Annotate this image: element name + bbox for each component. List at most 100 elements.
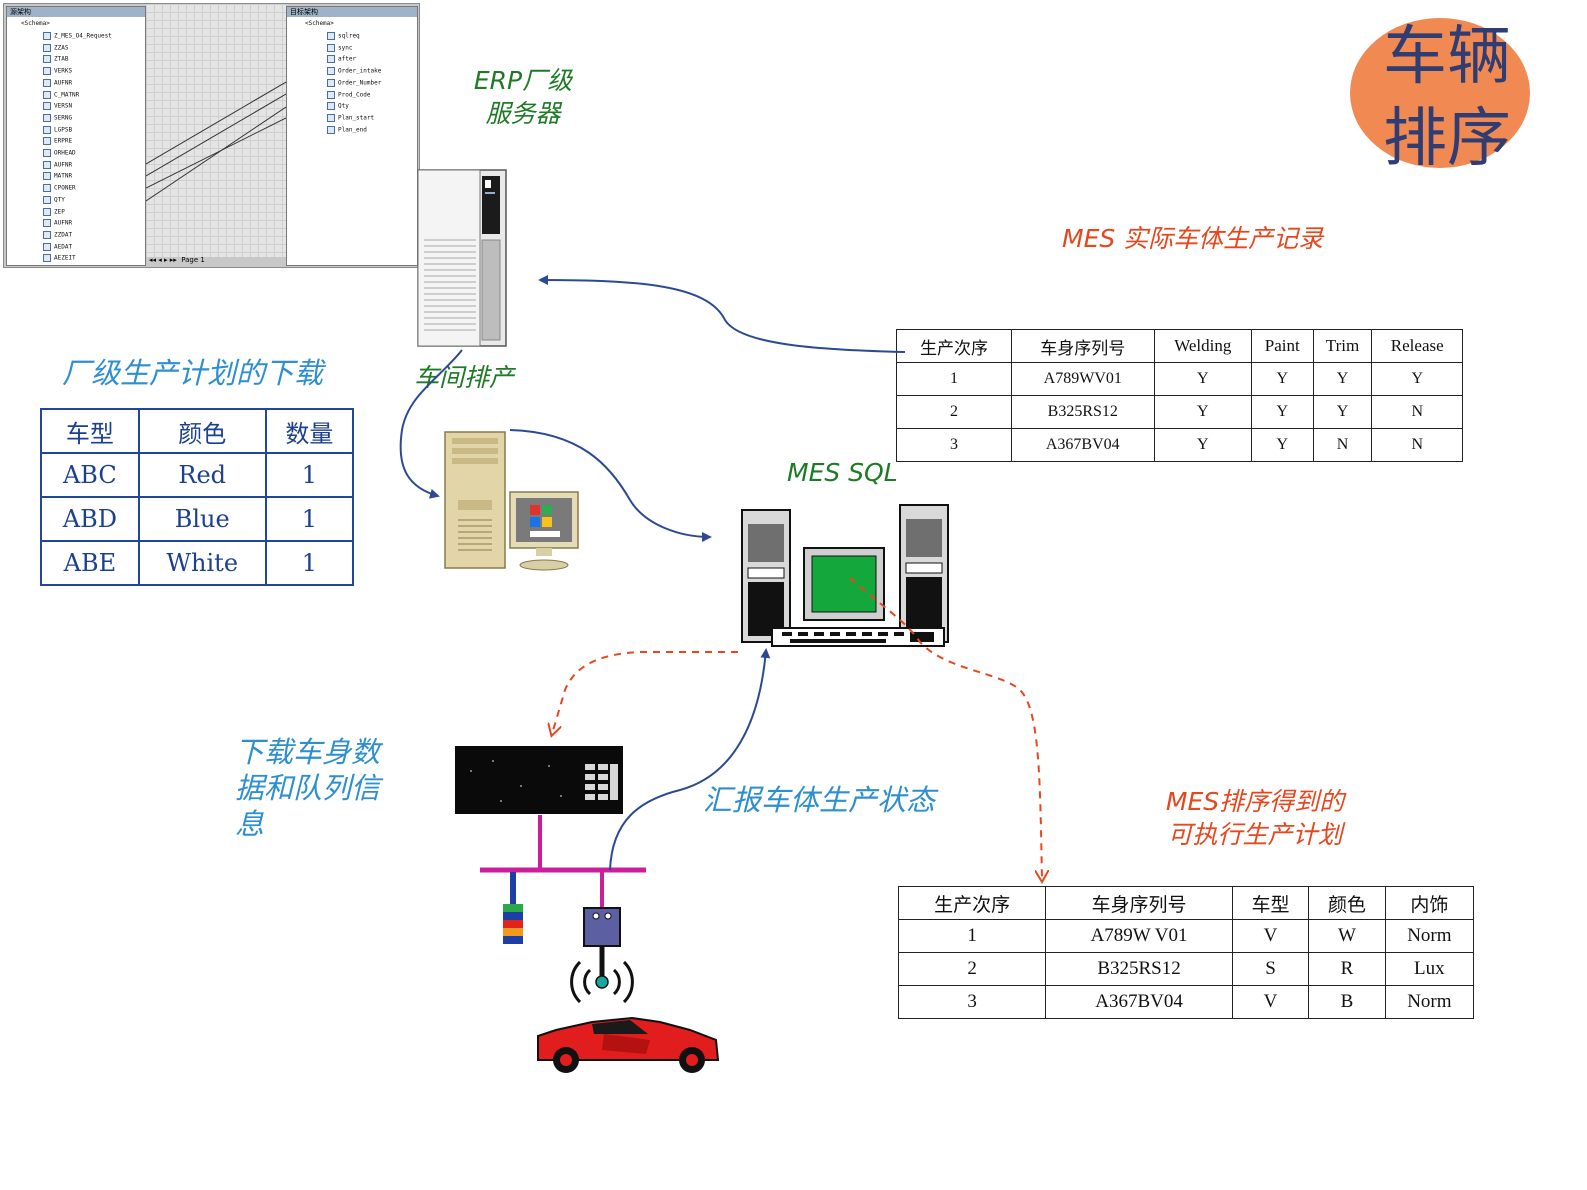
schema-node[interactable]: AEZEIT <box>43 254 76 263</box>
schema-node-icon <box>43 184 51 193</box>
mapping-lines <box>146 81 286 202</box>
page-tab[interactable]: ◂◂ ◂ ▸ ▸▸ Page 1 <box>149 256 205 264</box>
table-cell: 3 <box>897 985 1047 1019</box>
schema-root[interactable]: <Schema> <box>305 20 334 27</box>
mes-sql-workstation-icon <box>741 504 949 647</box>
report-status-arrow <box>609 648 771 871</box>
schema-node[interactable]: Plan_end <box>327 125 367 135</box>
mes-plan-line1: MES排序得到的 <box>1165 787 1345 816</box>
schema-root[interactable]: <Schema> <box>21 20 50 27</box>
schema-node-icon <box>43 67 51 76</box>
schema-node-icon <box>43 195 51 204</box>
workshop-label: 车间排产 <box>414 363 515 392</box>
badge-circle <box>1350 18 1530 168</box>
column-header: 颜色 <box>137 408 267 454</box>
schema-node[interactable]: sqlreq <box>327 32 360 41</box>
download-data-line2: 据和队列信 <box>235 771 381 805</box>
column-header: Paint <box>1251 329 1314 363</box>
schema-node-icon <box>43 207 51 216</box>
schema-node-label: ORHEAD <box>54 149 76 157</box>
table-cell: Y <box>1251 428 1314 462</box>
schema-node-label: Prod_Code <box>338 91 371 98</box>
schema-node-icon <box>43 219 51 228</box>
mes-actual-label: MES 实际车体生产记录 <box>1062 224 1324 253</box>
table-cell: V <box>1231 919 1310 953</box>
download-data-line1: 下载车身数 <box>235 735 381 769</box>
table-cell: 2 <box>896 395 1012 429</box>
schema-node[interactable]: ORHEAD <box>43 149 76 158</box>
table-cell: W <box>1308 919 1386 953</box>
table-cell: 3 <box>896 428 1012 462</box>
schema-node-label: ZEP <box>54 208 65 215</box>
schema-node[interactable]: Qty <box>327 102 349 111</box>
schema-node-label: Plan_start <box>338 114 375 122</box>
column-header: 数量 <box>264 408 355 454</box>
schema-node[interactable]: Z_MES_O4_Request <box>43 32 112 41</box>
schema-node[interactable]: AEDAT <box>43 242 72 252</box>
schema-node[interactable]: LGPSB <box>43 125 72 135</box>
schema-node[interactable]: ZTAB <box>43 55 68 64</box>
red-car-icon <box>537 1016 720 1073</box>
table-cell: ABD <box>40 496 140 542</box>
schema-node[interactable]: C_MATNR <box>43 90 79 100</box>
badge-title: 车辆 排序 <box>1372 16 1522 180</box>
erp-to-workshop-arrow <box>399 349 463 499</box>
schema-node-icon <box>43 254 51 263</box>
table-cell: 1 <box>264 540 355 586</box>
schema-node-label: AUFNR <box>54 79 73 87</box>
workshop-to-mes-arrow <box>509 429 712 542</box>
schema-node-label: AEZEIT <box>54 254 76 262</box>
download-data-label: 下载车身数 据和队列信 息 <box>235 734 380 842</box>
erp-server-label: ERP厂级 服务器 <box>468 64 578 130</box>
schema-node-label: Qty <box>338 102 349 110</box>
schema-node[interactable]: QTY <box>43 195 65 205</box>
schema-node-icon <box>327 67 335 76</box>
schema-node-icon <box>43 102 51 111</box>
schema-node-label: sqlreq <box>338 32 360 40</box>
signal-tower-icon <box>503 872 523 944</box>
schema-node[interactable]: VERKS <box>43 67 72 76</box>
schema-node-icon <box>327 78 335 87</box>
schema-node-label: VERSN <box>54 102 73 110</box>
table-cell: B <box>1308 985 1386 1019</box>
report-status-label: 汇报车体生产状态 <box>703 783 936 817</box>
schema-node[interactable]: SERNG <box>43 113 72 123</box>
schema-node[interactable]: VERSN <box>43 102 72 111</box>
schema-node[interactable]: AUFNR <box>43 160 72 170</box>
schema-node[interactable]: AUFNR <box>43 219 72 228</box>
rfid-reader-icon <box>570 907 634 1004</box>
schema-node[interactable]: after <box>327 55 356 64</box>
schema-node-icon <box>327 43 335 52</box>
table-cell: Y <box>1312 395 1373 429</box>
schema-node-icon <box>327 102 335 111</box>
schema-node[interactable]: Order_Number <box>327 78 381 88</box>
table-cell: N <box>1371 428 1463 462</box>
schema-node[interactable]: sync <box>327 43 352 53</box>
schema-node[interactable]: Prod_Code <box>327 90 371 100</box>
schema-node[interactable]: MATNR <box>43 172 72 181</box>
schema-node-icon <box>43 32 51 40</box>
column-header: 车型 <box>1231 886 1310 920</box>
schema-node[interactable]: Order_intake <box>327 67 381 76</box>
schema-node[interactable]: CPONER <box>43 184 76 193</box>
schema-node[interactable]: ZEP <box>43 207 65 217</box>
schema-node[interactable]: ERPRE <box>43 137 72 146</box>
schema-node[interactable]: ZZAS <box>43 43 68 53</box>
erp-feedback-arrow <box>538 275 906 353</box>
schema-node[interactable]: Plan_start <box>327 113 375 123</box>
table-cell: White <box>137 540 267 586</box>
table-cell: 1 <box>264 452 355 498</box>
table-cell: Norm <box>1384 985 1475 1019</box>
schema-node[interactable]: ZZDAT <box>43 230 72 240</box>
erp-server-label-line1: ERP厂级 <box>473 66 573 95</box>
schema-node[interactable]: AUFNR <box>43 78 73 88</box>
table-cell: N <box>1312 428 1373 462</box>
badge-title-line2: 排序 <box>1383 102 1511 176</box>
table-cell: R <box>1308 952 1386 986</box>
schema-node-icon <box>43 55 51 64</box>
table-cell: ABE <box>40 540 140 586</box>
